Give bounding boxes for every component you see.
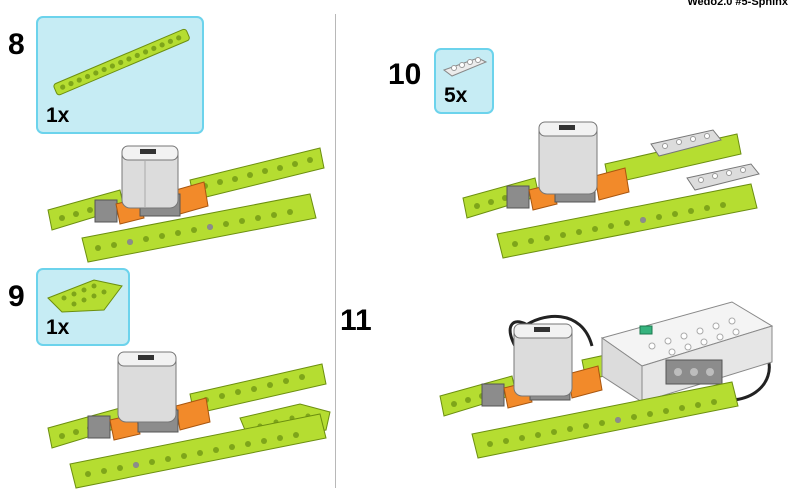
parts-callout-step-8: 1x [36, 16, 204, 134]
column-divider [335, 14, 336, 488]
parts-callout-step-9: 1x [36, 268, 130, 346]
step-number-11: 11 [340, 304, 372, 337]
step-11-model [439, 301, 774, 459]
wedge-plate-part-image [47, 279, 123, 313]
part-quantity: 1x [46, 104, 70, 127]
instruction-title: Wedo2.0 #5-Sphinx [687, 0, 788, 8]
part-quantity: 5x [444, 84, 468, 107]
step-number-8: 8 [8, 28, 25, 61]
step-number-10: 10 [388, 58, 422, 91]
step-8-model [47, 145, 325, 263]
step-number-9: 9 [8, 280, 25, 313]
step-9-model [47, 351, 331, 489]
plate-part-image [442, 57, 488, 77]
step-10-model [462, 121, 760, 259]
beam-part-image [53, 28, 190, 96]
part-quantity: 1x [46, 316, 70, 339]
parts-callout-step-10: 5x [434, 48, 494, 114]
